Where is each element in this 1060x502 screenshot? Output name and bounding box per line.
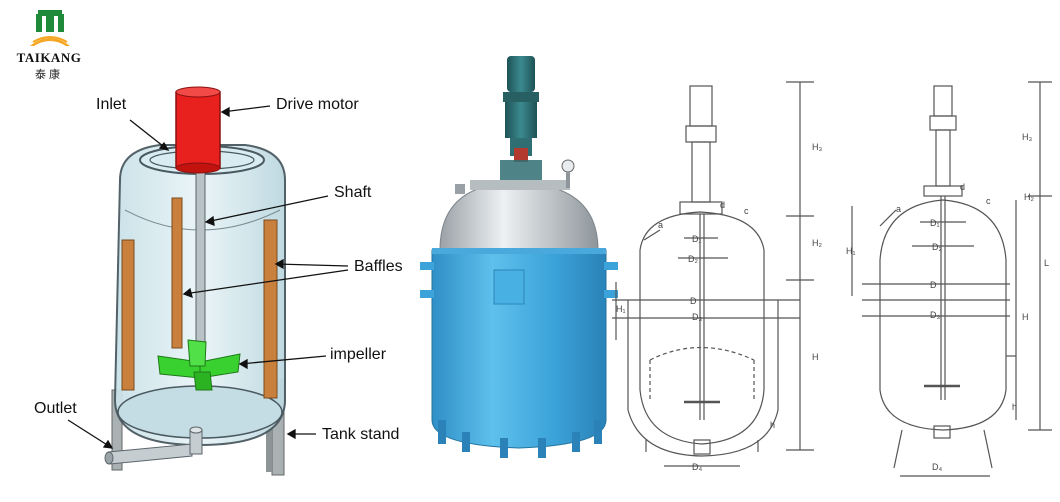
outlet-pipe: [104, 426, 203, 465]
drawing2-mark: D₁: [930, 218, 940, 228]
drawing2-mark: c: [986, 196, 991, 206]
label-impeller: impeller: [330, 346, 387, 363]
drawing1-mark: H₃: [812, 142, 822, 152]
logo-brand-cn: 泰康: [35, 68, 63, 81]
drawing2-mark: H₃: [1022, 132, 1032, 142]
drawing1-mark: D₂: [688, 254, 698, 264]
drawing1-mark: H₂: [812, 238, 822, 248]
baffle-bars: [121, 197, 278, 399]
drawing2-mark: D: [930, 280, 937, 290]
label-shaft: Shaft: [334, 184, 372, 201]
drawing-1: [612, 81, 814, 467]
drawing1-mark: c: [744, 206, 749, 216]
label-inlet: Inlet: [96, 96, 127, 113]
label-outlet: Outlet: [34, 400, 77, 417]
callout-lines: [67, 105, 349, 449]
drawing1-mark: D₁: [692, 234, 702, 244]
drawing1-mark: d: [720, 200, 725, 210]
drawing2-mark: H: [1022, 312, 1029, 322]
drawing1-mark: D₄: [692, 462, 702, 472]
drawing1-mark: h: [770, 420, 775, 430]
photo-blue-body: [431, 249, 607, 449]
label-tank-stand: Tank stand: [322, 426, 400, 443]
drawing2-mark: D₄: [932, 462, 942, 472]
drawing1-mark: H: [812, 352, 819, 362]
label-drive-motor: Drive motor: [276, 96, 359, 113]
drawing2-mark: D₂: [932, 242, 942, 252]
drawing-2: [851, 81, 1052, 477]
drawing2-mark: L: [1044, 258, 1049, 268]
drawing2-mark: h: [1012, 402, 1017, 412]
drawing1-mark: D: [690, 296, 697, 306]
drawing2-mark: H₂: [1024, 192, 1034, 202]
drawing1-mark: a: [658, 220, 663, 230]
taikang-logo-icon: [30, 10, 70, 46]
impeller-blades: [157, 339, 241, 391]
label-baffles: Baffles: [354, 258, 403, 275]
drawing2-mark: H₁: [846, 246, 856, 256]
drawing2-mark: a: [896, 204, 901, 214]
drawing2-mark: D₃: [930, 310, 940, 320]
drive-motor-cylinder: [175, 86, 221, 174]
photo-legs: [438, 420, 602, 458]
drawing-marks: a d c H₃ H₂ H₁ Hh D₁ D₂ D D₃ D₄ a d c H₃ H₂ H₁ H Lh D₁ D₂ D D₃ D…: [616, 132, 1049, 472]
logo-brand: TAIKANG: [16, 50, 82, 65]
drawing1-mark: H₁: [616, 304, 626, 314]
photo-motor-stack: [500, 56, 542, 182]
drawing1-mark: D₃: [692, 312, 702, 322]
drawing2-mark: d: [960, 182, 965, 192]
